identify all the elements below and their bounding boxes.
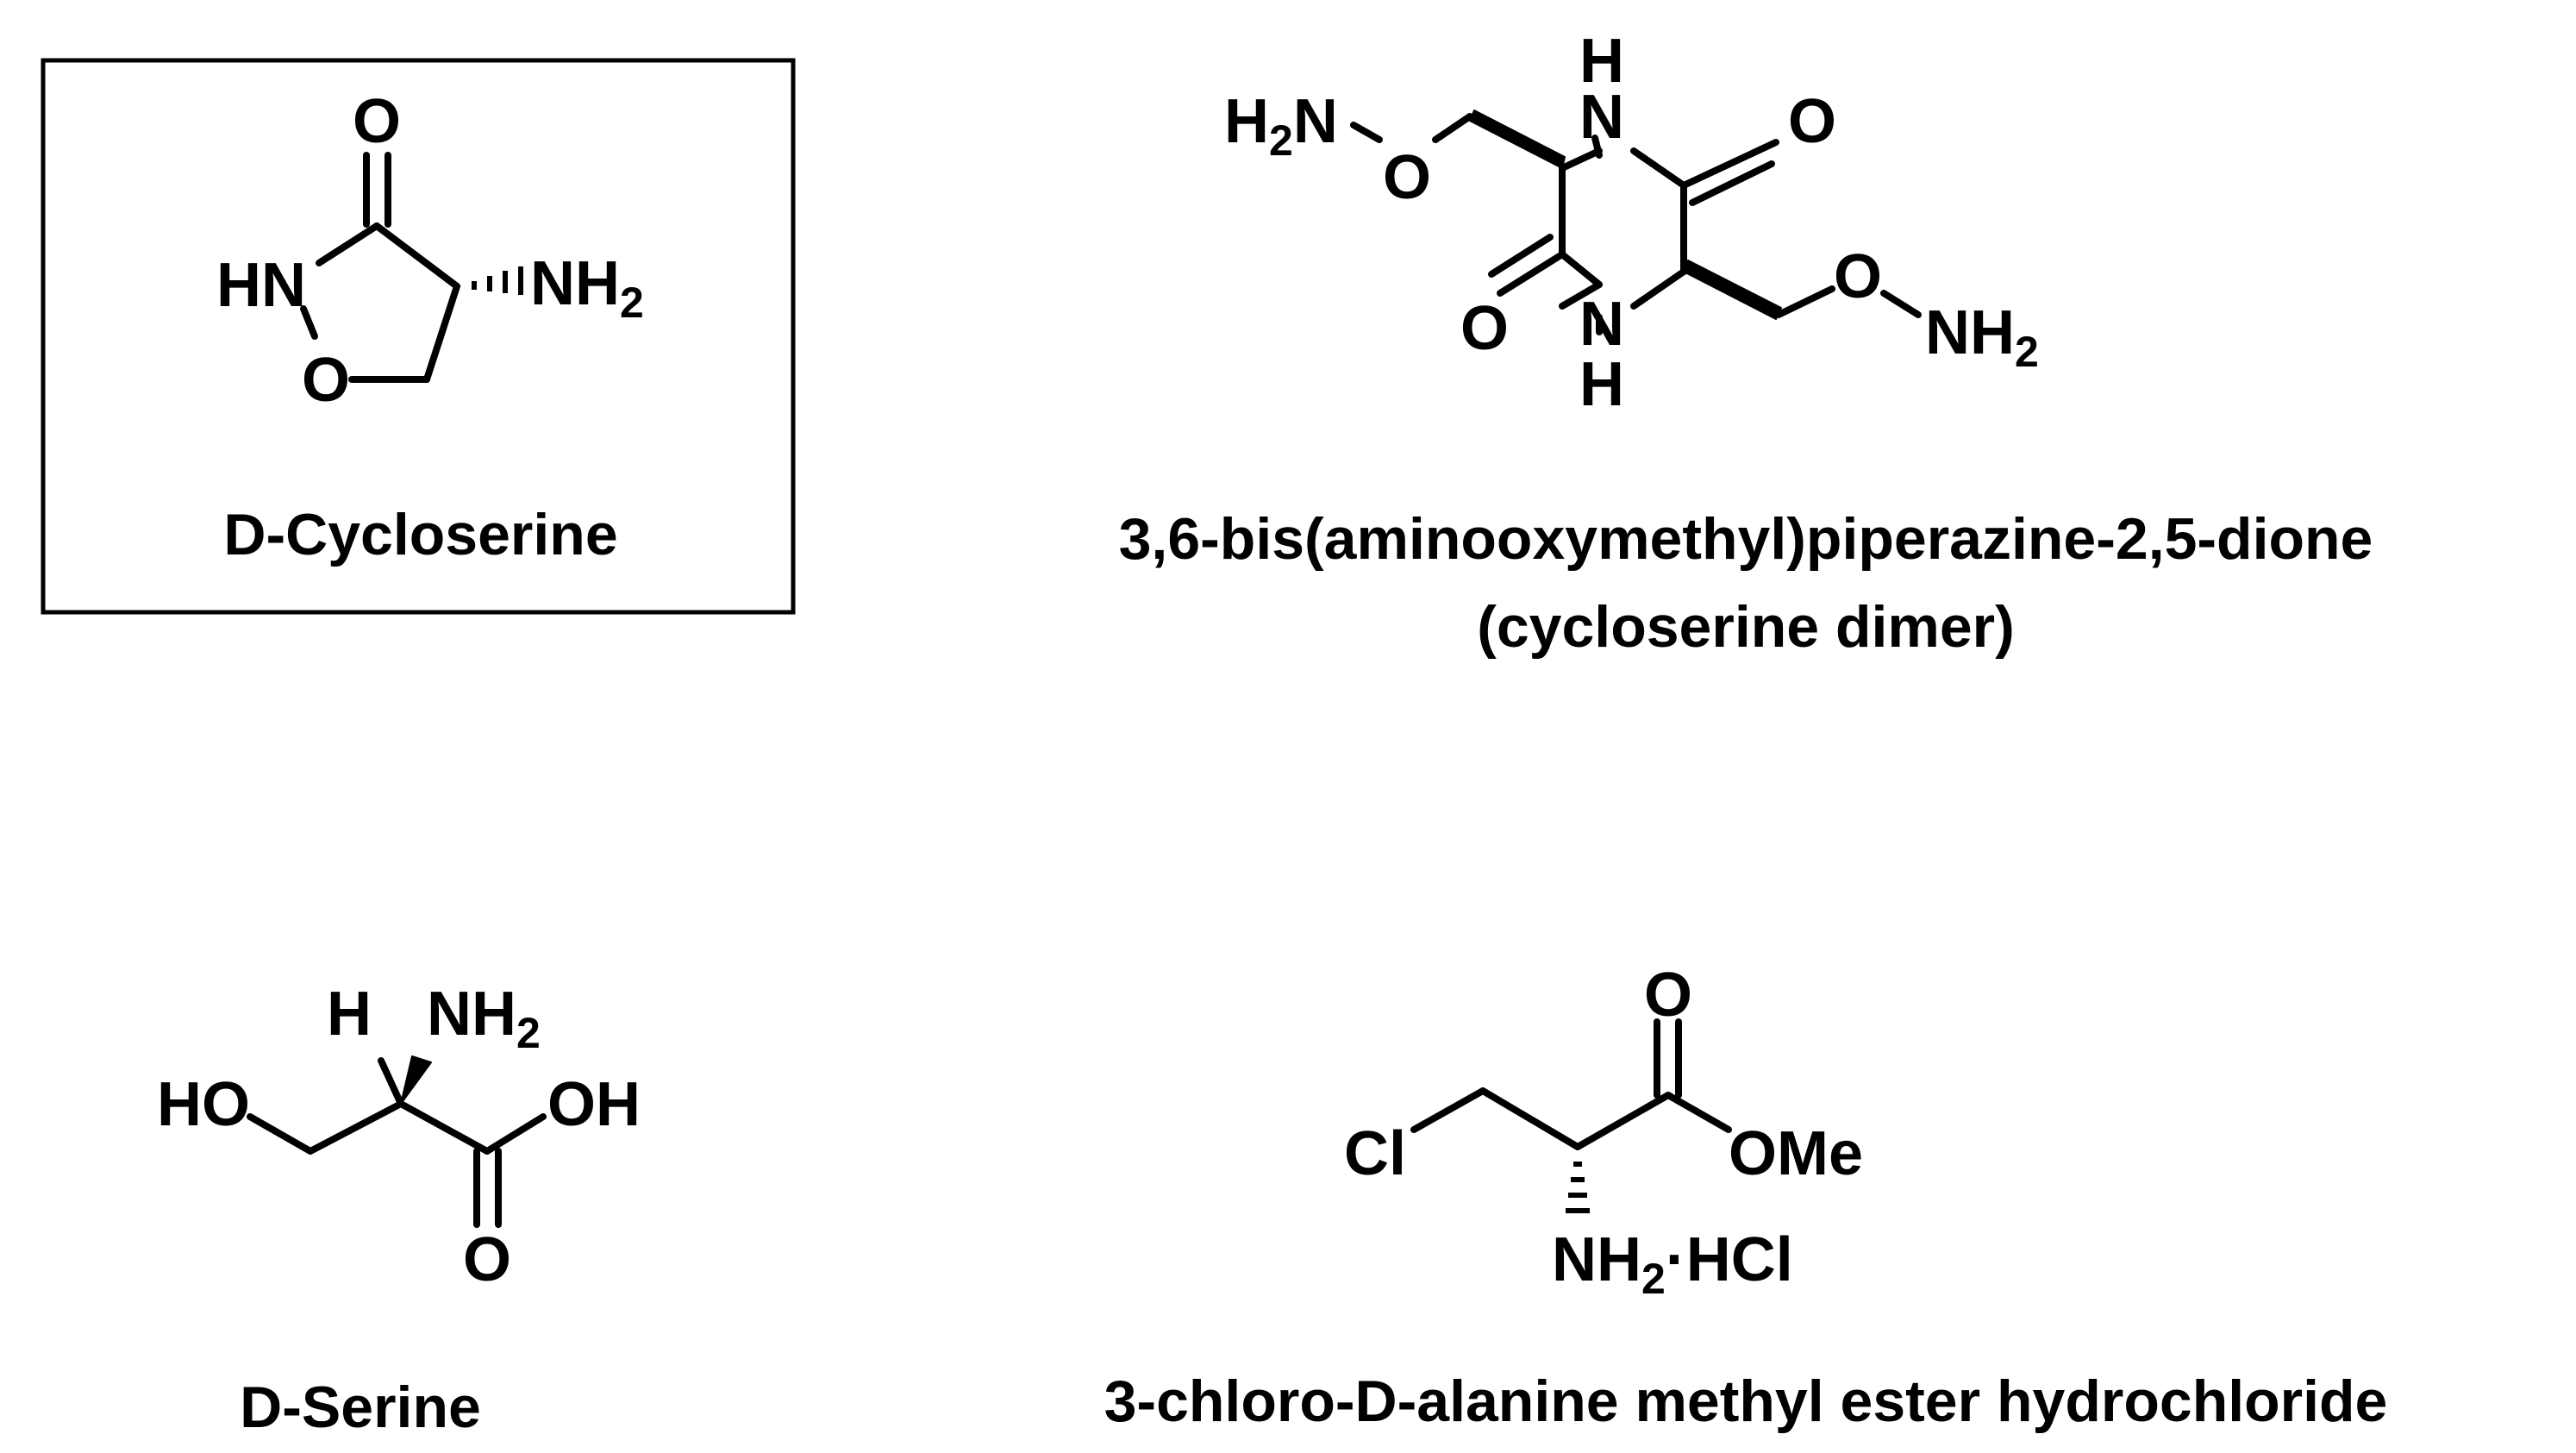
cycloserine-dimer-common-name: (cycloserine dimer) <box>1477 594 2015 660</box>
bond <box>423 283 460 383</box>
alpha-hydrogen-label: H <box>327 980 372 1049</box>
bond <box>1680 139 1779 189</box>
bond <box>316 222 380 266</box>
hashed-bond <box>1566 1162 1590 1213</box>
amine-hydrochloride-label: NH2·HCl <box>1552 1225 1793 1303</box>
wedge-bond <box>400 1055 432 1105</box>
right-carbonyl-oxygen-label: O <box>1788 87 1836 156</box>
bond <box>484 1113 547 1155</box>
bond <box>1665 1092 1732 1133</box>
cycloserine-dimer-name: 3,6-bis(aminooxymethyl)piperazine-2,5-di… <box>1119 506 2373 572</box>
bond <box>1488 234 1554 278</box>
methoxy-label: OMe <box>1729 1119 1863 1188</box>
carbonyl-oxygen-label: O <box>1644 961 1692 1030</box>
left-aminooxy-label: H2N <box>1224 87 1338 165</box>
hashed-bond <box>472 266 523 295</box>
bond <box>373 222 460 290</box>
ring-nitrogen-label: HN <box>216 251 306 320</box>
top-ring-nitrogen-label: N <box>1579 83 1624 152</box>
bond <box>1432 113 1473 143</box>
bond <box>1630 268 1687 310</box>
d-cycloserine-structure: O HN O NH2 D-Cycloserine <box>41 58 796 615</box>
chloroalanine-ester-name: 3-chloro-D-alanine methyl ester hydrochl… <box>1104 1368 2388 1434</box>
bond <box>1775 285 1835 318</box>
d-cycloserine-highlight-box <box>41 58 796 615</box>
hydroxyl-label: HO <box>157 1070 250 1139</box>
top-nh-hydrogen-label: H <box>1579 27 1624 96</box>
cycloserine-dimer-structure: H N O H2N O O N H O NH2 3,6-bis(aminooxy… <box>1119 27 2373 660</box>
bond <box>1574 1092 1672 1150</box>
bond <box>307 1100 404 1155</box>
d-cycloserine-name: D-Cycloserine <box>223 502 617 567</box>
amine-label: NH2 <box>427 980 541 1057</box>
ring-oxygen-label: O <box>302 346 350 415</box>
right-ether-oxygen-label: O <box>1834 242 1882 311</box>
bond <box>1630 147 1687 189</box>
d-serine-structure: H NH2 HO OH O D-Serine <box>157 980 641 1440</box>
bond <box>397 1100 491 1155</box>
bond <box>1350 122 1383 143</box>
bond <box>378 1057 404 1107</box>
bond <box>1497 251 1566 297</box>
bond <box>300 305 318 340</box>
bond <box>1410 1087 1486 1133</box>
bond <box>1559 147 1603 172</box>
carboxyl-hydroxyl-label: OH <box>547 1070 641 1139</box>
bond <box>1880 290 1922 318</box>
bond <box>247 1113 314 1155</box>
bond <box>1479 1087 1581 1150</box>
left-ether-oxygen-label: O <box>1383 143 1431 212</box>
bottom-ring-nitrogen-label: N <box>1579 290 1624 359</box>
bond <box>1689 160 1775 206</box>
carboxyl-oxygen-label: O <box>463 1225 511 1294</box>
d-serine-name: D-Serine <box>240 1375 481 1440</box>
carbonyl-oxygen-label: O <box>353 87 401 156</box>
bottom-nh-hydrogen-label: H <box>1579 350 1624 419</box>
wedge-bond <box>1683 260 1782 320</box>
bond <box>1559 281 1603 310</box>
chloroalanine-ester-structure: Cl O OMe NH2·HCl 3-chloro-D-alanine meth… <box>1104 961 2388 1434</box>
left-carbonyl-oxygen-label: O <box>1460 294 1509 363</box>
amine-label: NH2 <box>530 249 644 327</box>
wedge-bond <box>1469 110 1566 169</box>
chlorine-label: Cl <box>1344 1119 1406 1188</box>
bond <box>1559 251 1603 288</box>
right-aminooxy-label: NH2 <box>1925 298 2039 376</box>
